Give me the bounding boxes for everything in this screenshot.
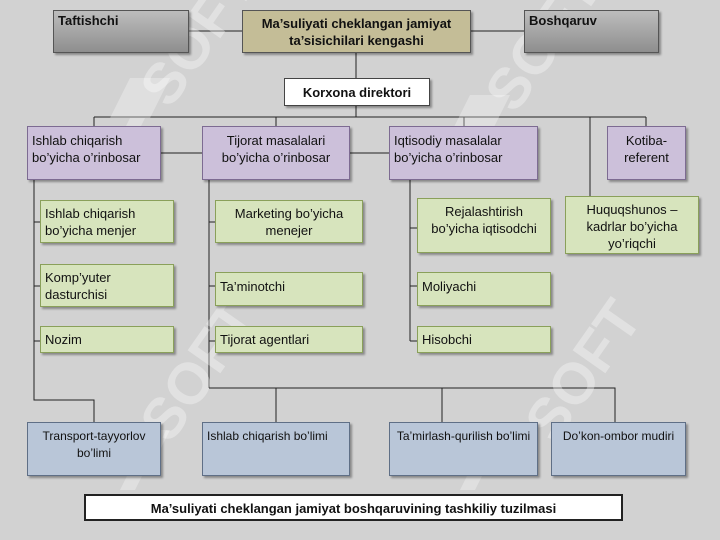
warehouse-head-label: Do’kon-ombor mudiri bbox=[562, 429, 675, 443]
programmer-box: Komp’yuter dasturchisi bbox=[40, 264, 174, 307]
repair-dept-label: Ta’mirlash-qurilish bo’limi bbox=[396, 429, 531, 443]
warehouse-head-box: Do’kon-ombor mudiri bbox=[551, 422, 686, 476]
financier-label: Moliyachi bbox=[422, 279, 477, 294]
transport-dept-label: Transport-tayyorlov bo’limi bbox=[42, 429, 146, 460]
deputy-commerce-box: Tijorat masalalari bo’yicha o’rinbosar bbox=[202, 126, 350, 180]
supervisor-box: Nozim bbox=[40, 326, 174, 353]
marketing-manager-box: Marketing bo’yicha menejer bbox=[215, 200, 363, 243]
supplier-label: Ta’minotchi bbox=[220, 279, 286, 294]
board-box: Boshqaruv bbox=[524, 10, 659, 53]
accountant-box: Hisobchi bbox=[417, 326, 551, 353]
trade-agents-label: Tijorat agentlari bbox=[220, 332, 310, 347]
council-box: Ma’suliyati cheklangan jamiyat ta’sisich… bbox=[242, 10, 471, 53]
planning-economist-box: Rejalashtirish bo’yicha iqtisodchi bbox=[417, 198, 551, 253]
auditor-box: Taftishchi bbox=[53, 10, 189, 53]
accountant-label: Hisobchi bbox=[422, 332, 472, 347]
supervisor-label: Nozim bbox=[45, 332, 82, 347]
deputy-production-label: Ishlab chiqarish bo’yicha o’rinbosar bbox=[32, 133, 141, 165]
auditor-label: Taftishchi bbox=[58, 13, 119, 28]
marketing-manager-label: Marketing bo’yicha menejer bbox=[234, 206, 344, 238]
deputy-economy-box: Iqtisodiy masalalar bo’yicha o’rinbosar bbox=[389, 126, 538, 180]
trade-agents-box: Tijorat agentlari bbox=[215, 326, 363, 353]
production-manager-label: Ishlab chiqarish bo’yicha menjer bbox=[45, 206, 137, 238]
deputy-commerce-label: Tijorat masalalari bo’yicha o’rinbosar bbox=[221, 133, 331, 165]
transport-dept-box: Transport-tayyorlov bo’limi bbox=[27, 422, 161, 476]
chart-caption: Ma’suliyati cheklangan jamiyat boshqaruv… bbox=[84, 494, 623, 521]
director-label: Korxona direktori bbox=[302, 85, 412, 100]
financier-box: Moliyachi bbox=[417, 272, 551, 306]
hr-lawyer-box: Huquqshunos – kadrlar bo’yicha yo’riqchi bbox=[565, 196, 699, 254]
planning-economist-label: Rejalashtirish bo’yicha iqtisodchi bbox=[431, 204, 537, 236]
production-manager-box: Ishlab chiqarish bo’yicha menjer bbox=[40, 200, 174, 243]
repair-dept-box: Ta’mirlash-qurilish bo’limi bbox=[389, 422, 538, 476]
secretary-label: Kotiba-referent bbox=[624, 133, 669, 165]
director-box: Korxona direktori bbox=[284, 78, 430, 106]
secretary-box: Kotiba-referent bbox=[607, 126, 686, 180]
council-label: Ma’suliyati cheklangan jamiyat ta’sisich… bbox=[261, 16, 452, 48]
deputy-production-box: Ishlab chiqarish bo’yicha o’rinbosar bbox=[27, 126, 161, 180]
hr-lawyer-label: Huquqshunos – kadrlar bo’yicha yo’riqchi bbox=[586, 202, 678, 251]
chart-caption-text: Ma’suliyati cheklangan jamiyat boshqaruv… bbox=[150, 501, 557, 516]
supplier-box: Ta’minotchi bbox=[215, 272, 363, 306]
board-label: Boshqaruv bbox=[529, 13, 597, 28]
production-dept-label: Ishlab chiqarish bo’limi bbox=[207, 429, 328, 443]
programmer-label: Komp’yuter dasturchisi bbox=[45, 270, 111, 302]
production-dept-box: Ishlab chiqarish bo’limi bbox=[202, 422, 350, 476]
deputy-economy-label: Iqtisodiy masalalar bo’yicha o’rinbosar bbox=[394, 133, 503, 165]
